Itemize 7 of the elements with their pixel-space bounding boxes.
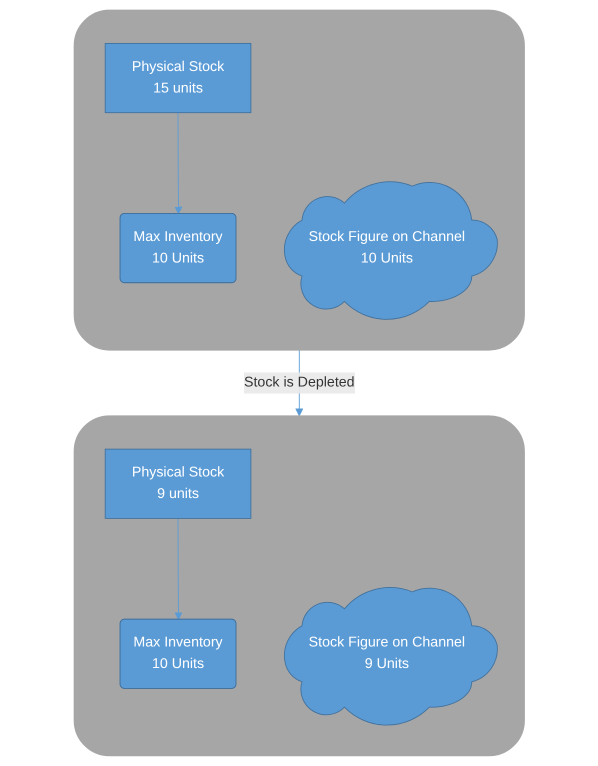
cluster	[73, 415, 525, 756]
arrow	[174, 518, 182, 620]
edge-label: Stock is Depleted	[244, 375, 354, 390]
node-box: Physical Stock 9 units	[104, 448, 252, 519]
arrow	[174, 112, 182, 214]
cluster	[73, 10, 525, 351]
node-box: Physical Stock 15 units	[104, 42, 252, 114]
